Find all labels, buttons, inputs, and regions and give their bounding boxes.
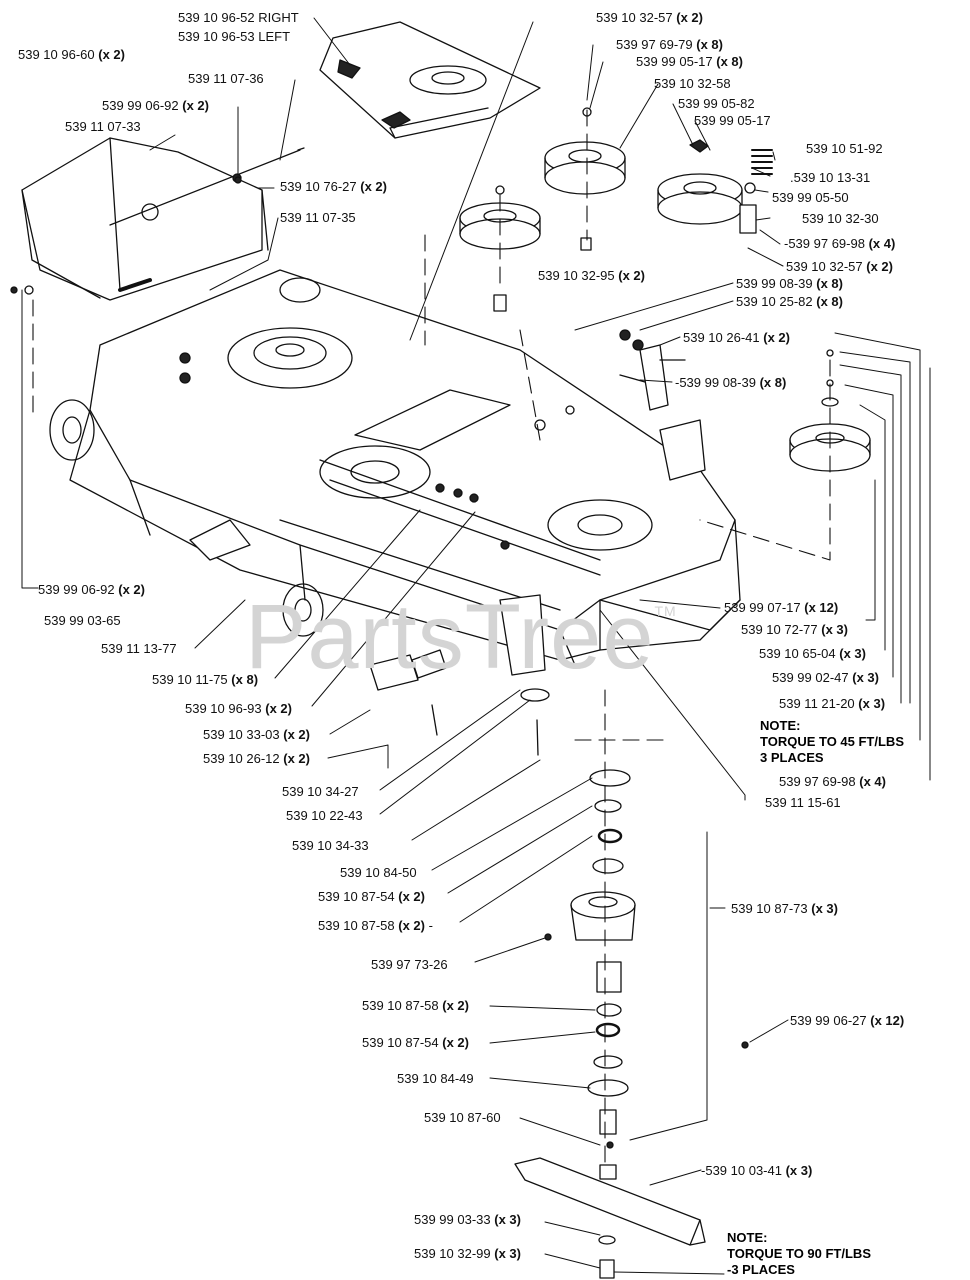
- callout-539-10-87-58-b: 539 10 87-58 (x 2): [362, 998, 469, 1013]
- watermark: PartsTreeTM: [245, 585, 677, 690]
- callout-539-10-32-58: 539 10 32-58: [654, 76, 731, 91]
- callout-539-10-34-33: 539 10 34-33: [292, 838, 369, 853]
- callout-539-10-96-60: 539 10 96-60 (x 2): [18, 47, 125, 62]
- callout-539-10-13-31: .539 10 13-31: [790, 170, 871, 185]
- callout-539-97-69-79: 539 97 69-79 (x 8): [616, 37, 723, 52]
- callout-539-10-11-75: 539 10 11-75 (x 8): [152, 672, 259, 687]
- mower-blade: [514, 1157, 706, 1279]
- callout-539-10-26-12: 539 10 26-12 (x 2): [203, 751, 310, 766]
- loose-hardware: [10, 176, 749, 1049]
- note-torque-45-line1: TORQUE TO 45 FT/LBS: [760, 734, 904, 749]
- callout-539-10-32-99: 539 10 32-99 (x 3): [414, 1246, 521, 1261]
- callout-539-99-08-39-b: -539 99 08-39 (x 8): [675, 375, 787, 390]
- callout-539-99-05-50: 539 99 05-50: [772, 190, 849, 205]
- callout-539-99-06-92-left: 539 99 06-92 (x 2): [38, 582, 145, 597]
- note-torque-45-title: NOTE:: [760, 718, 801, 733]
- callout-539-11-07-36: 539 11 07-36: [188, 71, 264, 86]
- callout-539-11-13-77: 539 11 13-77: [101, 641, 177, 656]
- grass-chute: [21, 137, 305, 301]
- assembly-lines: [32, 109, 831, 1166]
- callout-539-10-87-54-b: 539 10 87-54 (x 2): [362, 1035, 469, 1050]
- callout-539-99-02-47: 539 99 02-47 (x 3): [772, 670, 879, 685]
- callout-539-10-96-93: 539 10 96-93 (x 2): [185, 701, 292, 716]
- callout-539-10-22-43: 539 10 22-43: [286, 808, 363, 823]
- callout-539-99-05-17-a: 539 99 05-17 (x 8): [636, 54, 743, 69]
- callout-539-97-73-26: 539 97 73-26: [371, 957, 448, 972]
- callout-539-10-32-57-b: 539 10 32-57 (x 2): [786, 259, 893, 274]
- callout-539-10-87-60: 539 10 87-60: [424, 1110, 501, 1125]
- note-torque-90-line2: -3 PLACES: [727, 1262, 795, 1277]
- callout-539-10-76-27: 539 10 76-27 (x 2): [280, 179, 387, 194]
- callout-539-99-05-82: 539 99 05-82: [678, 96, 755, 111]
- callout-539-11-21-20: 539 11 21-20 (x 3): [779, 696, 886, 711]
- callout-539-10-72-77: 539 10 72-77 (x 3): [741, 622, 848, 637]
- callout-539-99-03-65: 539 99 03-65: [44, 613, 121, 628]
- callout-539-97-69-98-top: -539 97 69-98 (x 4): [784, 236, 896, 251]
- callout-539-10-32-95: 539 10 32-95 (x 2): [538, 268, 645, 283]
- watermark-tm: TM: [654, 603, 677, 619]
- callout-539-10-34-27: 539 10 34-27: [282, 784, 359, 799]
- callout-539-99-08-39-a: 539 99 08-39 (x 8): [736, 276, 843, 291]
- watermark-text: PartsTree: [245, 586, 655, 688]
- callout-539-10-87-54-a: 539 10 87-54 (x 2): [318, 889, 425, 904]
- callout-539-10-32-57-top: 539 10 32-57 (x 2): [596, 10, 703, 25]
- note-torque-45: NOTE: TORQUE TO 45 FT/LBS 3 PLACES: [760, 718, 904, 766]
- callout-539-10-87-73: 539 10 87-73 (x 3): [731, 901, 838, 916]
- callout-539-10-25-82: 539 10 25-82 (x 8): [736, 294, 843, 309]
- mower-deck: [49, 269, 741, 676]
- callout-539-10-96-53: 539 10 96-53 LEFT: [178, 29, 291, 44]
- callout-539-10-96-52: 539 10 96-52 RIGHT: [178, 10, 299, 25]
- callout-539-11-15-61: 539 11 15-61: [765, 795, 841, 810]
- callout-539-10-32-30: 539 10 32-30: [802, 211, 879, 226]
- callout-539-10-51-92: 539 10 51-92: [806, 141, 883, 156]
- note-torque-45-line2: 3 PLACES: [760, 750, 824, 765]
- callout-539-11-07-35: 539 11 07-35: [280, 210, 356, 225]
- callout-539-99-06-92-top: 539 99 06-92 (x 2): [102, 98, 209, 113]
- leader-lines: [21, 17, 931, 1275]
- idler-pulley: [657, 139, 773, 234]
- callout-539-97-69-98-b: 539 97 69-98 (x 4): [779, 774, 886, 789]
- callout-539-10-65-04: 539 10 65-04 (x 3): [759, 646, 866, 661]
- callout-539-10-33-03: 539 10 33-03 (x 2): [203, 727, 310, 742]
- pulley-upper: [544, 107, 626, 251]
- callout-539-10-87-58-a: 539 10 87-58 (x 2) -: [318, 918, 433, 933]
- callout-539-99-07-17: 539 99 07-17 (x 12): [724, 600, 839, 615]
- callout-539-99-03-33: 539 99 03-33 (x 3): [414, 1212, 521, 1227]
- note-torque-90: NOTE: TORQUE TO 90 FT/LBS -3 PLACES: [727, 1230, 871, 1278]
- callout-539-10-03-41: -539 10 03-41 (x 3): [701, 1163, 813, 1178]
- callout-539-11-07-33: 539 11 07-33: [65, 119, 141, 134]
- callout-539-99-06-27: 539 99 06-27 (x 12): [790, 1013, 905, 1028]
- note-torque-90-title: NOTE:: [727, 1230, 768, 1245]
- callout-539-10-26-41: 539 10 26-41 (x 2): [683, 330, 790, 345]
- callout-539-99-05-17-b: 539 99 05-17: [694, 113, 771, 128]
- belt-cover: [319, 21, 541, 139]
- spindle-assembly: [520, 688, 636, 1180]
- callout-539-10-84-49: 539 10 84-49: [397, 1071, 474, 1086]
- note-torque-90-line1: TORQUE TO 90 FT/LBS: [727, 1246, 871, 1261]
- callout-539-10-84-50: 539 10 84-50: [340, 865, 417, 880]
